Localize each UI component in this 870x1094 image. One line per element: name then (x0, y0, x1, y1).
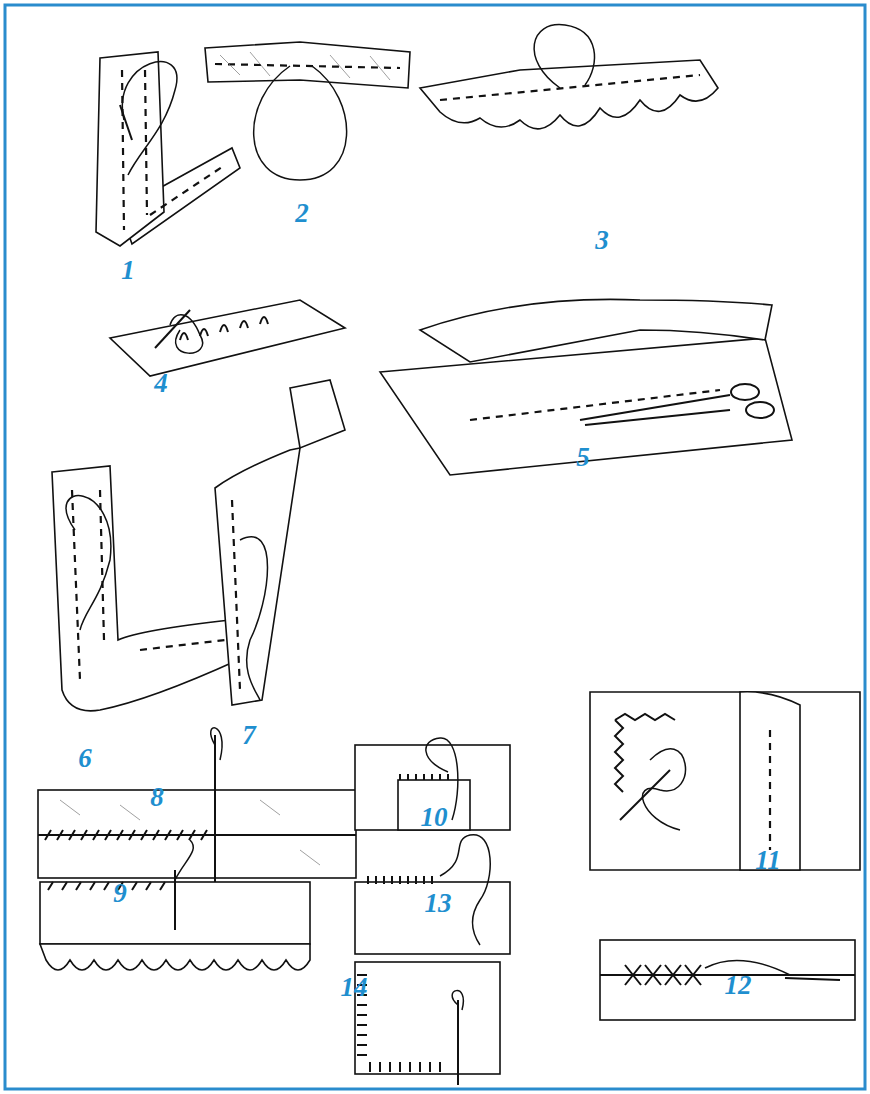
fig-12-part (625, 965, 701, 985)
fig-13-part (355, 882, 510, 954)
fig-5-part (746, 402, 774, 418)
fig-7 (215, 380, 345, 705)
fig-1-part (120, 105, 132, 140)
fig-7-part (232, 500, 240, 690)
fig-10 (355, 738, 510, 830)
fig-11 (590, 692, 860, 870)
fig-2-part (254, 66, 347, 180)
fig-9-part (40, 944, 310, 970)
fig-12-part (785, 978, 840, 980)
callout-number: 8 (150, 784, 164, 811)
callout-number: 6 (78, 745, 92, 772)
fig-8-part (38, 834, 356, 836)
fig-8-part (38, 790, 356, 878)
fig-2-part (220, 52, 390, 80)
fig-14-part (457, 1000, 459, 1085)
fig-3-part (440, 75, 700, 100)
fig-1-part (145, 70, 147, 215)
callout-number: 11 (755, 847, 781, 874)
fig-6 (52, 466, 238, 711)
callout-number: 12 (725, 972, 752, 999)
fig-11-part (615, 714, 675, 792)
fig-7-part (215, 448, 300, 705)
fig-1-part (122, 62, 177, 175)
fig-9-part (48, 882, 165, 890)
frame (5, 5, 865, 1089)
fig-12 (600, 940, 855, 1020)
fig-11-part (643, 749, 686, 830)
fig-4-part (110, 300, 345, 376)
fig-10-part (400, 774, 448, 780)
fig-14-part (355, 962, 500, 1074)
fig-6-part (72, 490, 80, 680)
fig-8-part (211, 728, 222, 760)
callout-number: 4 (154, 370, 168, 397)
fig-4-part (155, 310, 190, 348)
fig-4-part (170, 315, 203, 353)
fig-5-part (580, 395, 730, 420)
fig-12-part (600, 940, 855, 1020)
fig-5-part (380, 338, 792, 475)
fig-7-part (240, 537, 268, 700)
fig-11-part (769, 730, 771, 850)
fig-7-part (290, 380, 345, 448)
fig-2-part (215, 64, 400, 68)
callout-number: 13 (425, 890, 452, 917)
fig-6-part (66, 496, 111, 630)
fig-14-part (452, 991, 463, 1010)
fig-14-part (370, 1062, 440, 1072)
callout-number: 7 (242, 722, 256, 749)
fig-3-part (420, 60, 718, 129)
fig-11-part (740, 692, 800, 870)
fig-5-part (585, 410, 730, 425)
fig-8-part (45, 830, 207, 840)
fig-14 (355, 962, 500, 1085)
fig-5-part (731, 384, 759, 400)
fig-13-part (368, 876, 432, 884)
fig-3 (420, 25, 718, 129)
callout-number: 9 (113, 880, 127, 907)
fig-4 (110, 300, 345, 376)
fig-9 (40, 840, 310, 970)
fig-2-part (205, 42, 410, 88)
callout-number: 1 (121, 257, 135, 284)
fig-13 (355, 835, 510, 954)
fig-6-part (140, 640, 225, 650)
fig-11-part (590, 692, 860, 870)
callout-number: 5 (576, 444, 590, 471)
fig-11-part (620, 770, 670, 820)
fig-5 (380, 299, 792, 475)
fig-6-part (52, 466, 238, 711)
fig-5-part (420, 299, 772, 362)
fig-4-part (180, 317, 268, 340)
callout-number: 14 (341, 974, 368, 1001)
callout-number: 3 (595, 227, 609, 254)
fig-3-part (534, 25, 594, 88)
callout-number: 2 (295, 200, 309, 227)
callout-number: 10 (421, 804, 448, 831)
fig-9-part (175, 840, 193, 880)
fig-10-part (355, 745, 510, 830)
fig-2 (205, 42, 410, 180)
fig-10-part (398, 780, 470, 830)
fig-1-part (150, 165, 225, 215)
